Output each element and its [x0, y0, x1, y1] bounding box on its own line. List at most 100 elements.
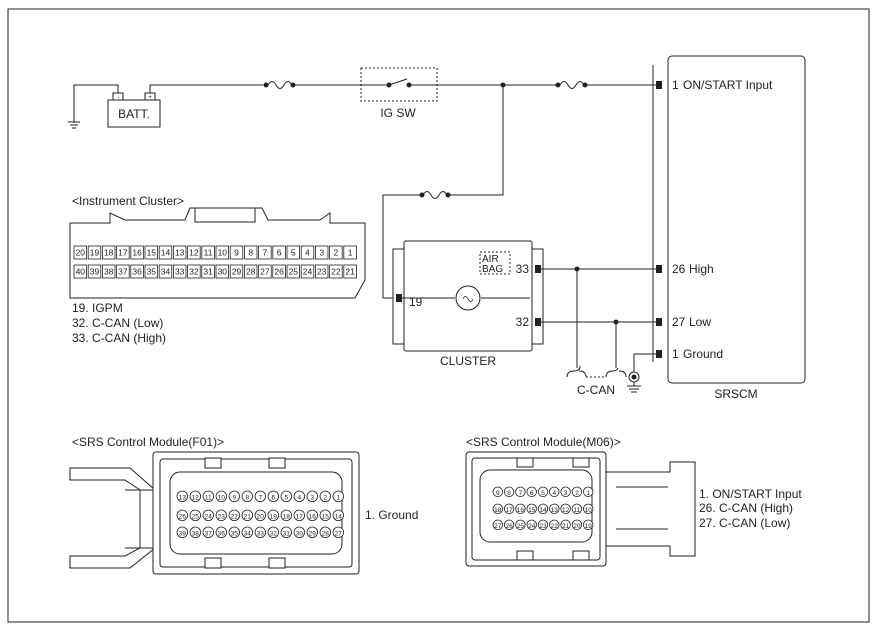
connector-pin-cavity — [241, 526, 254, 539]
connector-pin-cavity — [300, 245, 315, 260]
connector-pin-number: 3 — [319, 248, 324, 258]
connector-pin-cavity — [176, 490, 189, 503]
connector-pin-cavity — [332, 526, 345, 539]
connector-pin-cavity — [189, 526, 202, 539]
instrument-cluster-note-2: 32. C-CAN (Low) — [72, 316, 163, 330]
connector-pin-number: 5 — [291, 248, 296, 258]
connector-pin-cavity — [267, 526, 280, 539]
connector-pin-number: 20 — [76, 248, 86, 258]
connector-pin-number: 21 — [244, 513, 252, 520]
connector-pin-cavity — [300, 264, 315, 279]
connector-pin-number: 19 — [270, 513, 278, 520]
connector-pin-cavity — [73, 264, 88, 279]
connector-pin-number: 38 — [192, 530, 200, 537]
connector-pin-cavity — [243, 264, 258, 279]
connector-pin-cavity — [116, 245, 130, 260]
connector-pin-number: 4 — [297, 494, 301, 501]
connector-pin-number: 36 — [218, 530, 226, 537]
srscm-pin-26-name: High — [689, 262, 714, 276]
connector-pin-cavity — [280, 490, 293, 503]
connector-pin-number: 26 — [505, 523, 513, 530]
ig-switch-label: IG SW — [380, 106, 416, 120]
connector-pin-number: 8 — [245, 494, 249, 501]
connector-pin-number: 27 — [260, 267, 270, 277]
connector-pin-cavity — [258, 264, 272, 279]
can-bus-wires: C-CAN — [541, 266, 656, 397]
connector-pin-number: 19 — [585, 523, 593, 530]
connector-pin-number: 17 — [118, 248, 128, 258]
connector-pin-number: 24 — [303, 267, 313, 277]
battery: - + BATT. — [68, 84, 263, 129]
connector-pin-cavity — [172, 264, 187, 279]
connector-pin-number: 9 — [496, 490, 500, 497]
connector-pin-number: 12 — [189, 248, 199, 258]
srs-f01-note-1: 1. Ground — [365, 508, 418, 522]
connector-pin-number: 27 — [494, 523, 502, 530]
connector-pin-cavity — [293, 526, 306, 539]
connector-pin-cavity — [515, 503, 526, 515]
connector-pin-number: 32 — [189, 267, 199, 277]
connector-pin-number: 12 — [562, 507, 570, 514]
instrument-cluster-note-1: 19. IGPM — [72, 301, 123, 315]
connector-pin-number: 26 — [274, 267, 284, 277]
connector-pin-number: 33 — [175, 267, 185, 277]
connector-pin-number: 28 — [322, 530, 330, 537]
connector-pin-number: 16 — [309, 513, 317, 520]
connector-pin-cavity — [254, 526, 266, 539]
diagram-border — [7, 8, 870, 623]
cluster-pin-19: 19 — [409, 295, 423, 309]
connector-pin-cavity — [215, 509, 228, 522]
connector-pin-cavity — [158, 245, 173, 260]
connector-pin-cavity — [583, 486, 594, 498]
connector-pin-number: 9 — [234, 248, 239, 258]
connector-pin-cavity — [215, 526, 228, 539]
cluster-label: CLUSTER — [440, 354, 496, 368]
connector-pin-number: 2 — [575, 490, 579, 497]
connector-pin-cavity — [254, 490, 266, 503]
connector-pin-cavity — [176, 526, 189, 539]
connector-pin-cavity — [130, 245, 144, 260]
srscm-pin-26-number: 26 — [672, 262, 686, 276]
connector-pin-number: 21 — [345, 267, 355, 277]
power-feed-wire: IG SW — [263, 67, 656, 120]
connector-pin-number: 23 — [218, 513, 226, 520]
connector-pin-cavity — [329, 264, 343, 279]
connector-pin-cavity — [293, 490, 306, 503]
srscm-pin-27-name: Low — [689, 315, 711, 329]
connector-pin-cavity — [87, 245, 102, 260]
connector-pin-cavity — [549, 486, 560, 498]
connector-pin-number: 2 — [334, 248, 339, 258]
srscm-ground-pin-number: 1 — [672, 347, 679, 361]
connector-pin-cavity — [215, 490, 228, 503]
connector-pin-cavity — [343, 264, 357, 279]
connector-pin-cavity — [272, 245, 286, 260]
connector-pin-number: 6 — [277, 248, 282, 258]
connector-pin-cavity — [515, 486, 526, 498]
can-bus-label: C-CAN — [577, 383, 615, 397]
connector-pin-number: 37 — [205, 530, 213, 537]
connector-pin-cavity — [343, 245, 357, 260]
connector-pin-number: 5 — [541, 490, 545, 497]
connector-pin-cavity — [130, 264, 144, 279]
connector-pin-cavity — [319, 490, 332, 503]
connector-pin-cavity — [560, 503, 571, 515]
srscm-label: SRSCM — [714, 387, 757, 401]
srs-m06-note-1: 1. ON/START Input — [699, 487, 802, 501]
connector-pin-number: 26 — [179, 513, 187, 520]
connector-pin-number: 33 — [257, 530, 265, 537]
connector-pin-cavity — [560, 519, 571, 531]
instrument-cluster-note-3: 33. C-CAN (High) — [72, 331, 166, 345]
connector-pin-number: 20 — [257, 513, 265, 520]
connector-pin-number: 3 — [310, 494, 314, 501]
battery-minus-label: - — [117, 94, 119, 101]
connector-pin-cavity — [102, 245, 116, 260]
srs-f01-title: <SRS Control Module(F01)> — [72, 435, 224, 449]
connector-pin-cavity — [202, 526, 215, 539]
